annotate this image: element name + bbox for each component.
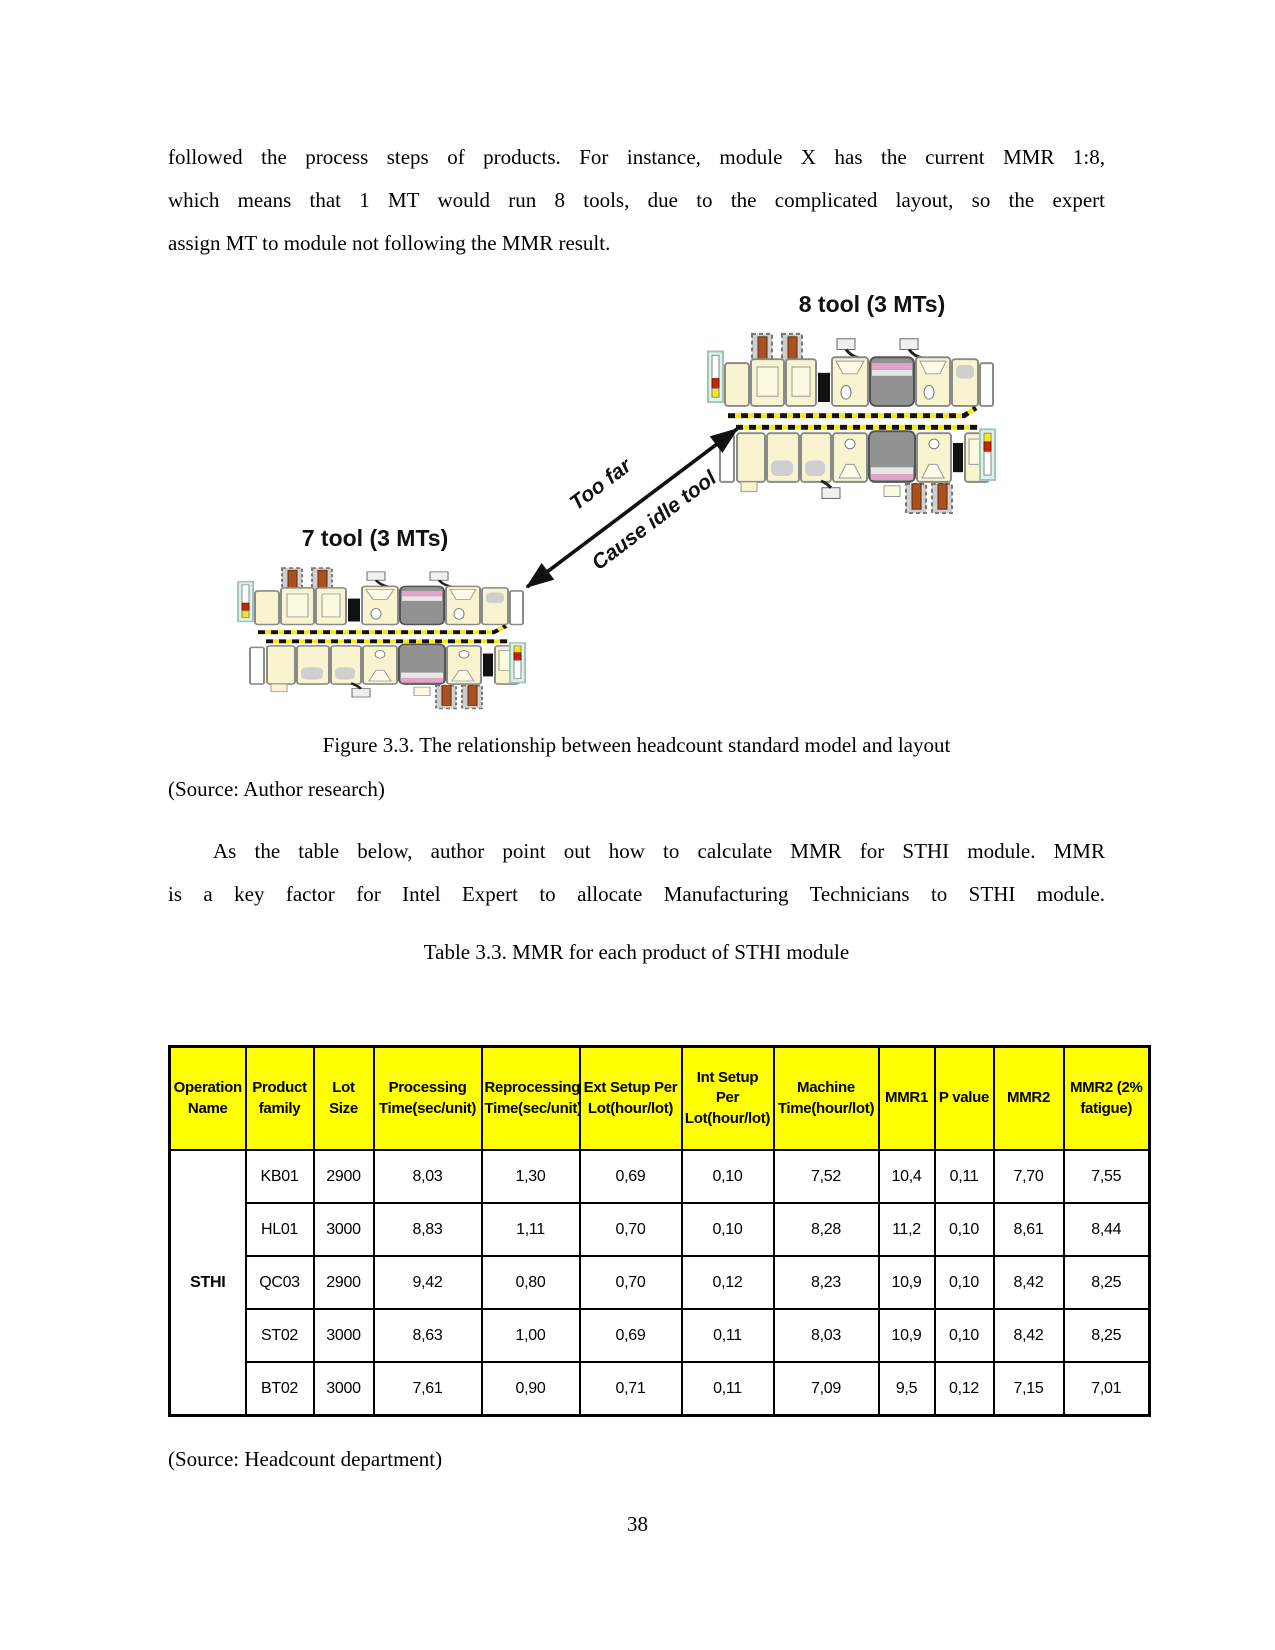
cell: 0,10	[933, 1202, 995, 1257]
cell: 2900	[312, 1255, 375, 1310]
cell: 7,70	[992, 1149, 1065, 1204]
col-int-setup: Int Setup Per Lot(hour/lot)	[680, 1045, 775, 1151]
cell: 7,01	[1062, 1361, 1151, 1417]
cell: 7,15	[992, 1361, 1065, 1417]
cell: BT02	[244, 1361, 315, 1417]
table-header-row: Operation Name Product family Lot Size P…	[168, 1045, 1151, 1151]
cell: 9,42	[372, 1255, 483, 1310]
paragraph-top-line1: followed the process steps of products. …	[168, 145, 1105, 169]
table-row: ST02 3000 8,63 1,00 0,69 0,11 8,03 10,9 …	[170, 1308, 1151, 1363]
label-8-tool: 8 tool (3 MTs)	[798, 291, 946, 317]
cell: 3000	[312, 1361, 375, 1417]
table-row: STHI KB01 2900 8,03 1,30 0,69 0,10 7,52 …	[168, 1149, 1151, 1417]
paragraph-top-line2: which means that 1 MT would run 8 tools,…	[168, 188, 1105, 212]
cell: 8,44	[1062, 1202, 1151, 1257]
machine-cluster-7-tool-illustration	[236, 565, 526, 710]
cell: 0,70	[578, 1202, 683, 1257]
cell: 0,69	[578, 1308, 683, 1363]
col-processing-time: Processing Time(sec/unit)	[372, 1045, 483, 1151]
cell: 8,83	[372, 1202, 483, 1257]
page-number: 38	[627, 1512, 648, 1536]
cell: 8,42	[992, 1255, 1065, 1310]
col-ext-setup: Ext Setup Per Lot(hour/lot)	[578, 1045, 683, 1151]
figure-source: (Source: Author research)	[168, 777, 385, 801]
figure-caption: Figure 3.3. The relationship between hea…	[322, 733, 951, 757]
cell: QC03	[244, 1255, 315, 1310]
cell: 0,12	[680, 1255, 775, 1310]
cell: 0,69	[578, 1149, 683, 1204]
cell: 2900	[312, 1149, 375, 1204]
cell: 8,03	[772, 1308, 880, 1363]
cell: 8,61	[992, 1202, 1065, 1257]
figure-3-3: 8 tool (3 MTs) Too far Cause idle tool 7…	[160, 285, 1115, 715]
col-reprocessing-time: Reprocessing Time(sec/unit)	[480, 1045, 581, 1151]
table-row: BT02 3000 7,61 0,90 0,71 0,11 7,09 9,5 0…	[170, 1361, 1151, 1417]
cell: HL01	[244, 1202, 315, 1257]
cell: 7,52	[772, 1149, 880, 1204]
cell: 0,10	[680, 1149, 775, 1204]
cell: 10,4	[877, 1149, 936, 1204]
cell: 1,00	[480, 1308, 581, 1363]
cell: 0,10	[933, 1255, 995, 1310]
operation-name-cell: STHI	[168, 1149, 247, 1417]
cell: 7,09	[772, 1361, 880, 1417]
cell: 0,71	[578, 1361, 683, 1417]
cell: 8,28	[772, 1202, 880, 1257]
cell: 0,90	[480, 1361, 581, 1417]
cell: 8,25	[1062, 1255, 1151, 1310]
cell: 0,11	[933, 1149, 995, 1204]
table-row: HL01 3000 8,83 1,11 0,70 0,10 8,28 11,2 …	[170, 1202, 1151, 1257]
double-arrow-icon	[525, 427, 739, 589]
cell: 0,80	[480, 1255, 581, 1310]
cell: 10,9	[877, 1308, 936, 1363]
cell: 7,61	[372, 1361, 483, 1417]
cell: 0,10	[933, 1308, 995, 1363]
cell: 1,30	[480, 1149, 581, 1204]
col-mmr1: MMR1	[877, 1045, 936, 1151]
cell: 0,11	[680, 1308, 775, 1363]
cell: 3000	[312, 1308, 375, 1363]
cell: ST02	[244, 1308, 315, 1363]
paragraph-top: followed the process steps of products. …	[168, 136, 1105, 265]
col-machine-time: Machine Time(hour/lot)	[772, 1045, 880, 1151]
col-operation-name: Operation Name	[168, 1045, 247, 1151]
cell: 0,12	[933, 1361, 995, 1417]
paragraph-mid-line2: is a key factor for Intel Expert to allo…	[168, 882, 1105, 906]
col-lot-size: Lot Size	[312, 1045, 375, 1151]
table-title: Table 3.3. MMR for each product of STHI …	[423, 940, 850, 964]
cell: 0,10	[680, 1202, 775, 1257]
mmr-table: Operation Name Product family Lot Size P…	[168, 1045, 1151, 1417]
cell: 1,11	[480, 1202, 581, 1257]
cell: 11,2	[877, 1202, 936, 1257]
col-mmr2: MMR2	[992, 1045, 1065, 1151]
col-p-value: P value	[933, 1045, 995, 1151]
label-7-tool: 7 tool (3 MTs)	[301, 525, 449, 551]
cell: 8,23	[772, 1255, 880, 1310]
cell: 3000	[312, 1202, 375, 1257]
cell: 9,5	[877, 1361, 936, 1417]
col-mmr2-fatigue: MMR2 (2% fatigue)	[1062, 1045, 1151, 1151]
cell: 8,03	[372, 1149, 483, 1204]
paragraph-mid: As the table below, author point out how…	[168, 830, 1105, 916]
cell: 7,55	[1062, 1149, 1151, 1204]
cell: 8,63	[372, 1308, 483, 1363]
cell: 8,25	[1062, 1308, 1151, 1363]
cell: 0,70	[578, 1255, 683, 1310]
table-source: (Source: Headcount department)	[168, 1447, 443, 1471]
col-product-family: Product family	[244, 1045, 315, 1151]
table-row: QC03 2900 9,42 0,80 0,70 0,12 8,23 10,9 …	[170, 1255, 1151, 1310]
paragraph-mid-line1: As the table below, author point out how…	[213, 839, 1105, 863]
cell: 0,11	[680, 1361, 775, 1417]
cell: KB01	[244, 1149, 315, 1204]
paragraph-top-line3: assign MT to module not following the MM…	[168, 231, 611, 255]
cell: 8,42	[992, 1308, 1065, 1363]
cell: 10,9	[877, 1255, 936, 1310]
